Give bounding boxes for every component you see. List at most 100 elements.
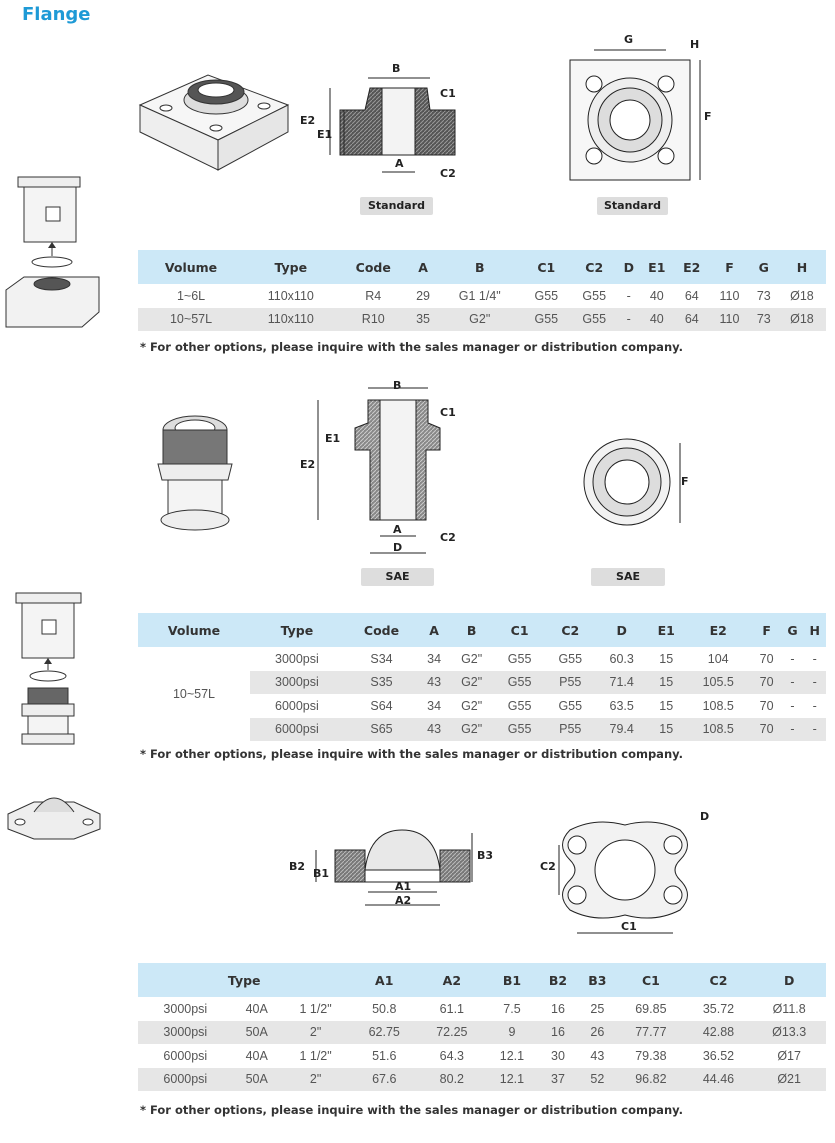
table-cell: - bbox=[781, 717, 804, 741]
table-cell: 35.72 bbox=[702, 1001, 735, 1016]
table-cell: 62.75 bbox=[350, 1020, 419, 1044]
sae-flange-section-drawing bbox=[317, 387, 441, 554]
col-header: A bbox=[408, 250, 438, 284]
table-cell: 9 bbox=[485, 1020, 539, 1044]
col-header: D bbox=[752, 963, 826, 997]
table-cell: 6000psi bbox=[138, 1067, 233, 1091]
col-header: A2 bbox=[418, 963, 486, 997]
table-cell: 1 1/2" bbox=[299, 1001, 332, 1016]
table-cell: R10 bbox=[337, 307, 409, 331]
table-cell: G2" bbox=[437, 307, 523, 331]
col-header: B bbox=[449, 613, 495, 647]
table-cell: 70 bbox=[751, 670, 782, 694]
table-cell: Ø21 bbox=[752, 1067, 826, 1091]
table-cell: 77.77 bbox=[617, 1020, 685, 1044]
table-cell: 26 bbox=[577, 1020, 618, 1044]
table-cell: 3000psi bbox=[275, 651, 319, 666]
table-cell: 12.1 bbox=[499, 1048, 525, 1063]
table-cell: 16 bbox=[538, 1020, 578, 1044]
col-header: E1 bbox=[639, 250, 675, 284]
dim-label-a: A bbox=[395, 157, 404, 170]
table-cell: 96.82 bbox=[617, 1067, 685, 1091]
table-cell: 67.6 bbox=[350, 1067, 419, 1091]
table-cell: - bbox=[618, 307, 640, 331]
col-header: B bbox=[437, 250, 523, 284]
dim-label-c2: C2 bbox=[440, 167, 456, 180]
table-cell: G55 bbox=[522, 307, 571, 331]
table-cell: 10~57L bbox=[138, 307, 245, 331]
table-cell: S65 bbox=[343, 717, 420, 741]
col-header: B1 bbox=[485, 963, 539, 997]
spec-table-standard: Volume Type Code A B C1 C2 D E1 E2 F G H… bbox=[138, 250, 826, 331]
table-cell: - bbox=[790, 698, 795, 713]
table-cell: 3000psi bbox=[138, 1020, 233, 1044]
split-flange-section-drawing bbox=[315, 829, 473, 906]
dim-label-f: F bbox=[704, 110, 712, 123]
col-header: C2 bbox=[570, 250, 619, 284]
table-cell: - bbox=[812, 698, 817, 713]
pump-assembly-illustration-1 bbox=[5, 176, 100, 328]
table-cell: 6000psi bbox=[249, 717, 344, 741]
dim-label-d: D bbox=[393, 541, 403, 554]
table-cell: - bbox=[803, 717, 826, 741]
table-cell: 60.3 bbox=[609, 651, 634, 666]
col-header: E2 bbox=[674, 250, 710, 284]
dim-label-e2: E2 bbox=[300, 114, 316, 127]
table-cell: 1~6L bbox=[176, 288, 206, 303]
dim-label-a2: A2 bbox=[395, 894, 412, 907]
table-cell: 30 bbox=[551, 1048, 565, 1063]
col-header: Volume bbox=[138, 613, 250, 647]
table-cell: S35 bbox=[343, 670, 420, 694]
footnote: * For other options, please inquire with… bbox=[140, 1103, 683, 1117]
table-cell: P55 bbox=[544, 670, 596, 694]
sae-flange-3d-illustration bbox=[157, 415, 233, 531]
sae-badge: SAE bbox=[361, 568, 434, 586]
table-cell: 70 bbox=[759, 698, 774, 713]
split-flange-top-drawing bbox=[558, 821, 688, 934]
dim-label-b: B bbox=[393, 379, 402, 392]
table-cell: G2" bbox=[461, 698, 483, 713]
table-cell: 73 bbox=[756, 288, 771, 303]
table-cell: P55 bbox=[544, 717, 596, 741]
sae-badge: SAE bbox=[591, 568, 665, 586]
table-cell: G55 bbox=[507, 651, 532, 666]
table-cell: S34 bbox=[370, 651, 393, 666]
table-cell: G2" bbox=[449, 670, 495, 694]
col-header: C2 bbox=[544, 613, 596, 647]
sae-flange-top-drawing bbox=[583, 438, 681, 526]
col-header: C1 bbox=[522, 250, 571, 284]
table-cell: 50.8 bbox=[372, 1001, 397, 1016]
table-cell: 104 bbox=[707, 651, 729, 666]
dim-label-e1: E1 bbox=[325, 432, 341, 445]
col-header: Type bbox=[249, 613, 344, 647]
table-cell: 16 bbox=[551, 1001, 565, 1016]
col-header: Code bbox=[343, 613, 420, 647]
table-cell: 108.5 bbox=[702, 698, 734, 713]
dim-label-a1: A1 bbox=[395, 880, 412, 893]
dim-label-g: G bbox=[624, 33, 634, 46]
col-header: G bbox=[749, 250, 778, 284]
dim-label-b: B bbox=[392, 62, 401, 75]
dim-label-c2: C2 bbox=[540, 860, 556, 873]
table-cell: G55 bbox=[494, 670, 545, 694]
table-cell: R4 bbox=[365, 288, 382, 303]
table-cell: G55 bbox=[494, 717, 545, 741]
dim-label-c1: C1 bbox=[621, 920, 637, 933]
table-cell: 15 bbox=[647, 670, 685, 694]
table-cell: 63.5 bbox=[609, 698, 634, 713]
pump-assembly-illustration-2 bbox=[15, 592, 82, 745]
table-cell: G55 bbox=[558, 698, 583, 713]
col-header: E2 bbox=[684, 613, 752, 647]
footnote: * For other options, please inquire with… bbox=[140, 340, 683, 354]
table-cell: 34 bbox=[427, 698, 442, 713]
col-header: Type bbox=[244, 250, 338, 284]
table-cell: 79.38 bbox=[635, 1048, 667, 1063]
standard-flange-section-drawing bbox=[329, 77, 456, 173]
table-cell: 43 bbox=[590, 1048, 605, 1063]
table-cell: 7.5 bbox=[503, 1001, 521, 1016]
